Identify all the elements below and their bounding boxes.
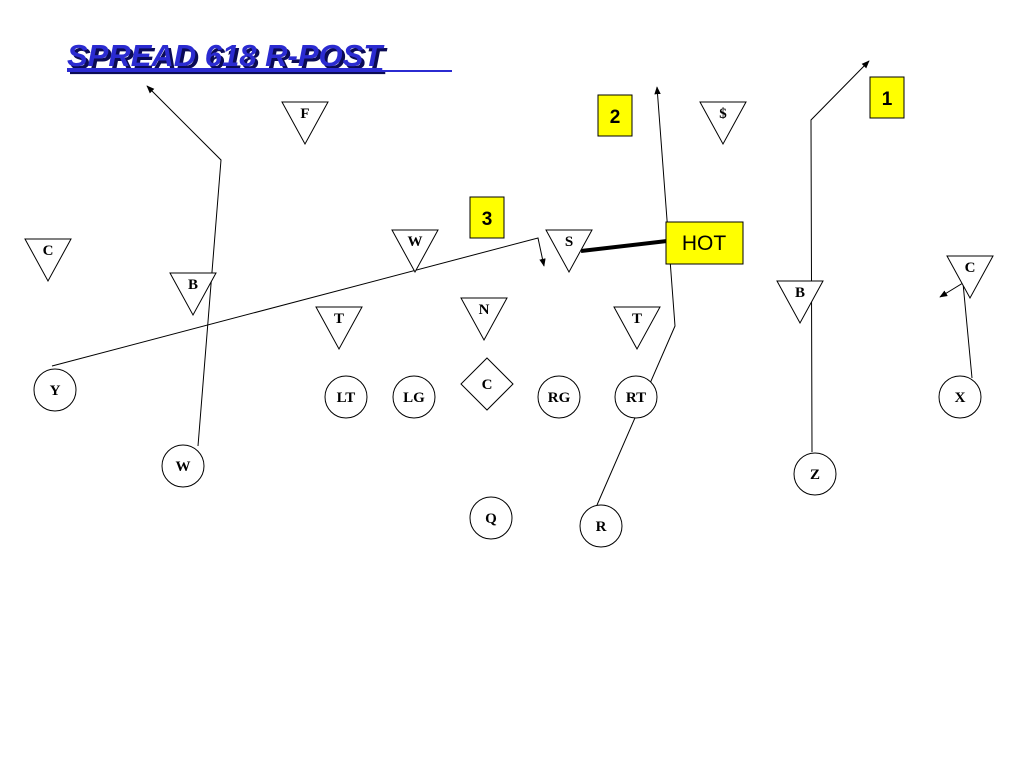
svg-text:C: C [482, 377, 493, 393]
player-x: X [938, 375, 982, 419]
svg-text:$: $ [719, 106, 727, 122]
defender-s: S [545, 229, 593, 274]
defender-t-left: T [315, 306, 363, 351]
route-x-hitch [939, 282, 973, 379]
read-1-box: 1 [869, 76, 905, 119]
hot-read-line [580, 239, 668, 253]
player-z: Z [793, 452, 837, 496]
svg-text:Z: Z [810, 467, 820, 483]
svg-text:T: T [334, 311, 344, 327]
svg-text:X: X [955, 390, 966, 406]
player-y: Y [33, 368, 77, 412]
svg-text:Y: Y [50, 383, 61, 399]
svg-text:2: 2 [610, 107, 621, 128]
read-2-box: 2 [597, 94, 633, 137]
defender-w: W [391, 229, 439, 274]
player-c: C [460, 357, 514, 411]
route-r-post [596, 86, 676, 506]
svg-text:F: F [300, 106, 309, 122]
svg-text:W: W [408, 234, 423, 250]
svg-text:RT: RT [626, 390, 646, 406]
svg-text:T: T [632, 311, 642, 327]
svg-text:1: 1 [882, 89, 893, 110]
svg-text:W: W [176, 459, 191, 475]
svg-text:Q: Q [485, 511, 497, 527]
svg-text:S: S [565, 234, 573, 250]
svg-text:C: C [965, 260, 976, 276]
svg-text:3: 3 [482, 209, 493, 230]
offense: Y W LT LG C RG RT Q [33, 357, 982, 548]
routes [51, 60, 973, 506]
player-r: R [579, 504, 623, 548]
player-rg: RG [537, 375, 581, 419]
svg-text:C: C [43, 243, 54, 259]
svg-text:B: B [188, 277, 198, 293]
defender-t-right: T [613, 306, 661, 351]
defender-b-right: B [776, 280, 824, 325]
svg-text:LG: LG [403, 390, 425, 406]
svg-text:B: B [795, 285, 805, 301]
defender-b-left: B [169, 272, 217, 317]
read-callouts: 1 2 3 HOT [469, 76, 905, 265]
svg-text:RG: RG [548, 390, 571, 406]
route-z-post [810, 60, 870, 453]
route-y-drag [51, 237, 546, 367]
route-w-post [146, 85, 222, 447]
svg-text:N: N [479, 302, 490, 318]
play-title-group: SPREAD 618 R-POST SPREAD 618 R-POST [67, 38, 452, 76]
read-3-box: 3 [469, 196, 505, 239]
defense: F $ C B W S T N [24, 101, 994, 351]
defender-c-left: C [24, 238, 72, 283]
defender-c-right: C [946, 255, 994, 300]
defender-f: F [281, 101, 329, 146]
defender-n: N [460, 297, 508, 342]
player-lt: LT [324, 375, 368, 419]
svg-text:HOT: HOT [682, 232, 727, 255]
hot-box: HOT [665, 221, 744, 265]
play-title: SPREAD 618 R-POST [67, 38, 385, 73]
player-rt: RT [614, 375, 658, 419]
svg-text:R: R [596, 519, 607, 535]
player-lg: LG [392, 375, 436, 419]
defender-dollar: $ [699, 101, 747, 146]
player-w: W [161, 444, 205, 488]
player-q: Q [469, 496, 513, 540]
svg-text:LT: LT [337, 390, 356, 406]
